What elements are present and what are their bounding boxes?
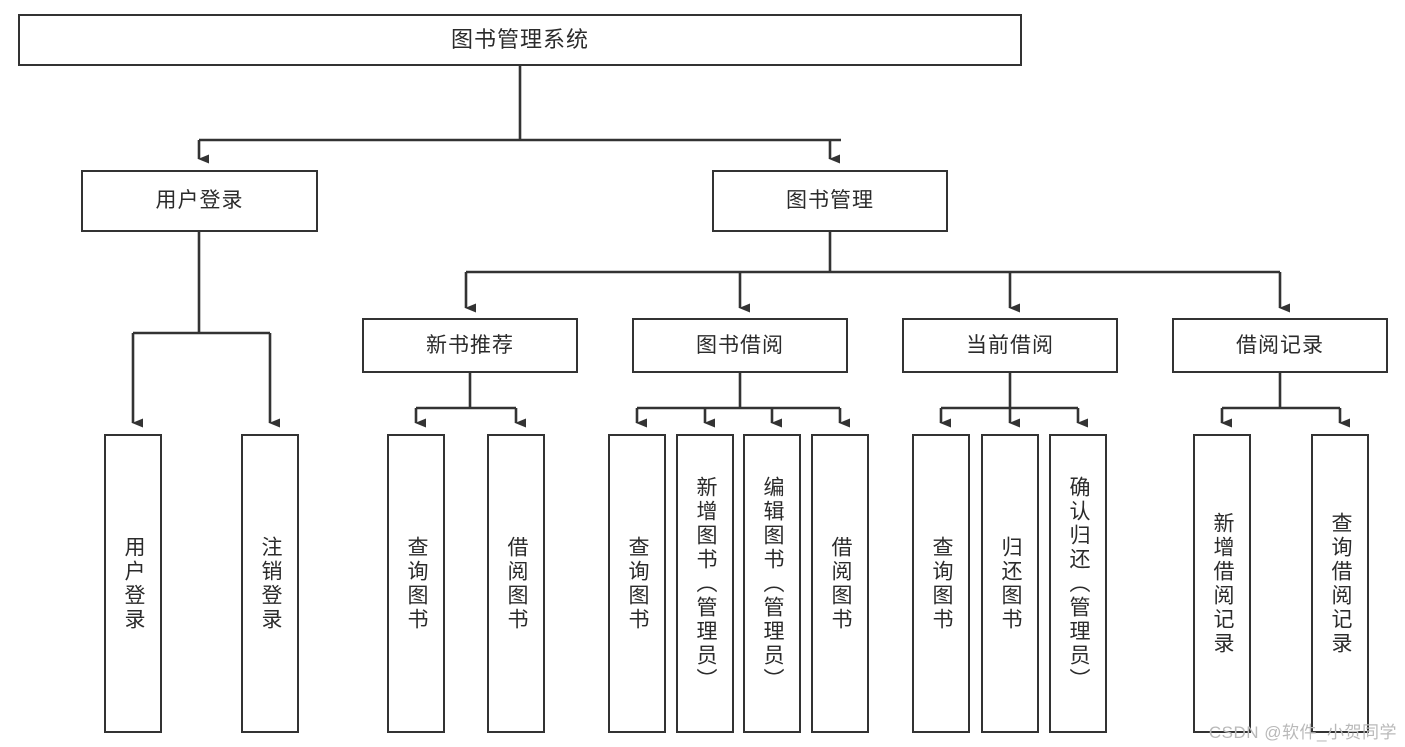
node-label: 查询图书	[930, 535, 953, 632]
node-root-system[interactable]: 图书管理系统	[18, 14, 1022, 66]
node-current-borrow[interactable]: 当前借阅	[902, 318, 1118, 373]
node-label: 确认归还（管理员）	[1067, 475, 1090, 692]
node-label: 查询图书	[626, 535, 649, 632]
node-label: 借阅图书	[829, 535, 852, 632]
leaf-current-confirm-return-admin[interactable]: 确认归还（管理员）	[1049, 434, 1107, 733]
leaf-borrow-borrow-book[interactable]: 借阅图书	[811, 434, 869, 733]
node-label: 新书推荐	[426, 333, 514, 357]
node-label: 查询图书	[405, 535, 428, 632]
node-label: 图书借阅	[696, 333, 784, 357]
node-label: 归还图书	[999, 535, 1022, 632]
leaf-user-login[interactable]: 用户登录	[104, 434, 162, 733]
node-label: 新增图书（管理员）	[694, 475, 717, 692]
node-label: 图书管理	[786, 189, 874, 213]
node-book-borrow[interactable]: 图书借阅	[632, 318, 848, 373]
leaf-recommend-query-book[interactable]: 查询图书	[387, 434, 445, 733]
node-book-management[interactable]: 图书管理	[712, 170, 948, 232]
leaf-record-add-borrow-record[interactable]: 新增借阅记录	[1193, 434, 1251, 733]
node-label: 图书管理系统	[450, 26, 589, 52]
node-label: 当前借阅	[966, 333, 1054, 357]
node-label: 用户登录	[155, 189, 244, 213]
node-borrow-record[interactable]: 借阅记录	[1172, 318, 1388, 373]
leaf-record-query-borrow-record[interactable]: 查询借阅记录	[1311, 434, 1369, 733]
leaf-current-return-book[interactable]: 归还图书	[981, 434, 1039, 733]
leaf-current-query-book[interactable]: 查询图书	[912, 434, 970, 733]
node-label: 编辑图书（管理员）	[761, 475, 784, 692]
leaf-recommend-borrow-book[interactable]: 借阅图书	[487, 434, 545, 733]
leaf-user-logout[interactable]: 注销登录	[241, 434, 299, 733]
leaf-borrow-edit-book-admin[interactable]: 编辑图书（管理员）	[743, 434, 801, 733]
node-label: 注销登录	[259, 535, 282, 632]
leaf-borrow-add-book-admin[interactable]: 新增图书（管理员）	[676, 434, 734, 733]
node-label: 借阅记录	[1236, 333, 1324, 357]
node-label: 新增借阅记录	[1211, 511, 1234, 656]
node-label: 用户登录	[122, 535, 145, 632]
watermark: CSDN @软件_小贺同学	[1208, 723, 1397, 742]
node-label: 查询借阅记录	[1329, 511, 1352, 656]
node-new-book-recommend[interactable]: 新书推荐	[362, 318, 578, 373]
leaf-borrow-query-book[interactable]: 查询图书	[608, 434, 666, 733]
node-label: 借阅图书	[505, 535, 528, 632]
node-user-login[interactable]: 用户登录	[81, 170, 318, 232]
